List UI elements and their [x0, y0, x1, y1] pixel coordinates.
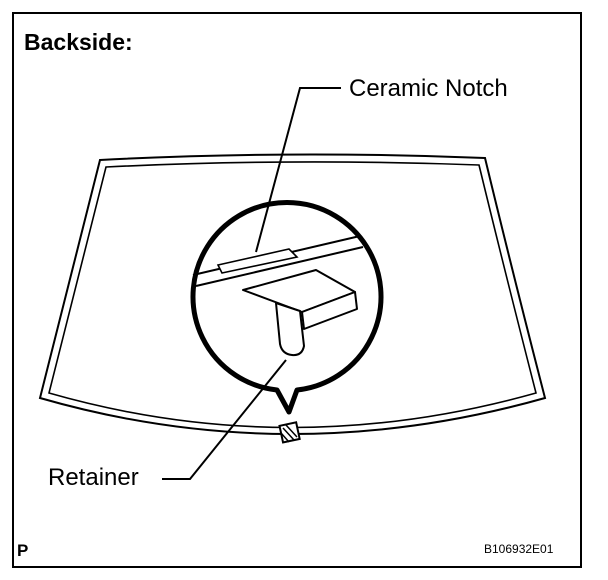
ceramic-notch-label: Ceramic Notch [349, 75, 508, 102]
figure-frame [12, 12, 582, 568]
figure-code: B106932E01 [484, 542, 554, 556]
corner-mark: P [17, 541, 29, 560]
windshield-inner-outline [48, 161, 537, 429]
ceramic-notch-leader [255, 87, 341, 253]
glass-edge-line-2 [195, 246, 364, 287]
retainer-label: Retainer [48, 464, 139, 491]
ceramic-notch-shape [216, 248, 299, 274]
retainer-part [242, 269, 358, 357]
figure-title: Backside: [24, 29, 133, 55]
retainer-location-marker [278, 421, 301, 444]
windshield-outer-outline [38, 153, 547, 435]
retainer-leader [162, 359, 287, 480]
